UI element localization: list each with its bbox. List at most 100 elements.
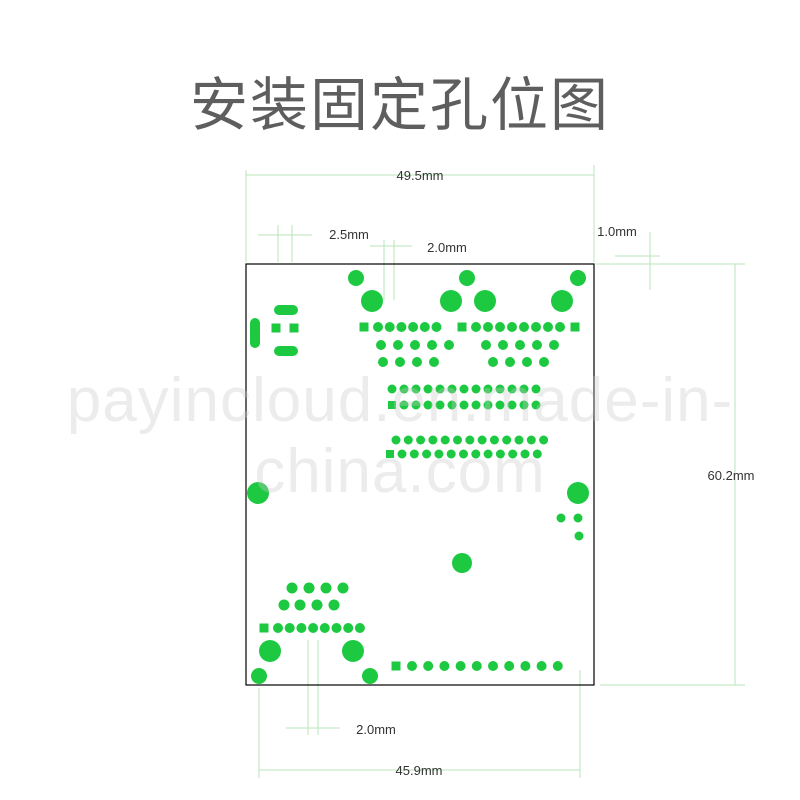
pin-pad — [296, 623, 307, 633]
mounting-hole — [259, 640, 281, 662]
mounting-hole — [452, 553, 472, 573]
square-pad — [570, 322, 580, 332]
page-title: 安装固定孔位图 — [189, 71, 610, 139]
pin-pad — [532, 340, 542, 350]
pin-pad — [519, 400, 529, 410]
slot-pad — [274, 305, 298, 315]
pin-pad — [507, 384, 517, 394]
pin-pad — [502, 435, 512, 445]
pin-pad — [536, 661, 547, 671]
pin-pad — [387, 384, 397, 394]
mounting-hole — [247, 482, 269, 504]
pin-pad — [328, 599, 340, 611]
mounting-hole — [551, 290, 573, 312]
board-outline — [245, 263, 595, 686]
pin-pad — [273, 623, 283, 633]
pin-pad — [311, 599, 323, 611]
pin-pad — [459, 449, 468, 459]
pin-pad — [427, 340, 437, 350]
pin-pad — [495, 384, 505, 394]
pin-pad — [455, 661, 466, 671]
mounting-hole — [567, 482, 589, 504]
pin-pad — [483, 449, 493, 459]
square-pad — [289, 323, 299, 333]
pin-pad — [508, 449, 518, 459]
pin-pad — [459, 400, 469, 410]
pin-pad — [465, 435, 475, 445]
pin-pad — [531, 322, 541, 332]
pin-pad — [378, 357, 388, 367]
pin-pad — [284, 623, 295, 633]
pin-pad — [294, 599, 306, 611]
pin-pad — [471, 661, 482, 671]
pin-pad — [459, 384, 469, 394]
pin-pad — [526, 435, 536, 445]
pin-pad — [573, 513, 583, 523]
square-pad — [259, 623, 269, 633]
pin-pad — [520, 449, 530, 459]
pin-pad — [439, 661, 450, 671]
pin-pad — [423, 384, 433, 394]
pin-pad — [435, 384, 445, 394]
pin-pad — [483, 400, 493, 410]
dimension-lines — [245, 165, 745, 778]
pin-pad — [431, 322, 442, 332]
pin-pad — [519, 322, 529, 332]
pin-pad — [539, 435, 549, 445]
pin-pad — [419, 322, 430, 332]
pin-pad — [409, 449, 419, 459]
dim-pin-pitch-top: 2.0mm — [427, 240, 467, 255]
slot-pad — [250, 318, 260, 348]
pin-pad — [471, 400, 481, 410]
pin-pad — [397, 449, 407, 459]
pin-pad — [555, 322, 565, 332]
square-pad — [359, 322, 369, 332]
pin-pad — [407, 661, 417, 671]
pin-pad — [489, 435, 499, 445]
pin-pad — [373, 322, 383, 332]
pin-pad — [471, 384, 481, 394]
dim-hole-spacing-top: 2.5mm — [329, 227, 369, 242]
pin-pad — [471, 449, 481, 459]
mounting-hole — [474, 290, 496, 312]
pin-pad — [520, 661, 531, 671]
pin-pad — [507, 322, 517, 332]
pin-pad — [422, 449, 432, 459]
pin-pad — [444, 340, 454, 350]
pin-pad — [483, 322, 493, 332]
pin-pad — [286, 582, 298, 594]
pin-pad — [354, 623, 365, 633]
pin-pad — [320, 582, 332, 594]
pin-pad — [423, 400, 433, 410]
pin-pad — [549, 340, 559, 350]
pin-pad — [396, 322, 407, 332]
pin-pad — [399, 384, 409, 394]
pin-pad — [278, 599, 290, 611]
pin-pad — [343, 623, 354, 633]
dim-pin-pitch-bottom: 2.0mm — [356, 722, 396, 737]
pin-pad — [434, 449, 444, 459]
pin-pad — [395, 357, 405, 367]
pin-pad — [495, 449, 505, 459]
pin-pad — [453, 435, 462, 445]
square-pad — [271, 323, 281, 333]
dim-mount-span: 45.9mm — [396, 763, 443, 778]
pin-pad — [399, 400, 409, 410]
pin-pad — [483, 384, 493, 394]
pin-pad — [408, 322, 419, 332]
small-hole — [251, 668, 267, 684]
pin-pad — [495, 322, 505, 332]
pin-pad — [429, 357, 439, 367]
square-pad — [391, 661, 401, 671]
pin-pad — [498, 340, 508, 350]
pin-pad — [411, 384, 421, 394]
pin-pad — [514, 435, 524, 445]
mounting-hole — [440, 290, 462, 312]
pin-pad — [519, 384, 529, 394]
pin-pad — [488, 661, 498, 671]
pin-pad — [522, 357, 532, 367]
pin-pad — [574, 531, 584, 541]
pin-pad — [403, 435, 413, 445]
pin-pad — [337, 582, 349, 594]
